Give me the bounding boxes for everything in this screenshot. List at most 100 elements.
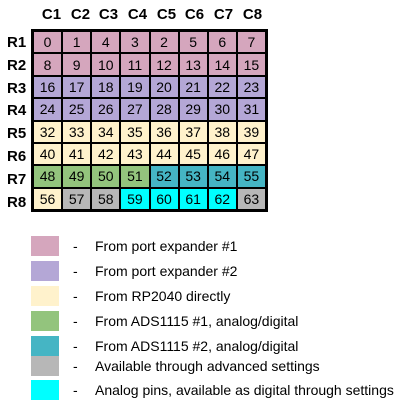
- row-header-r6: R6: [7, 148, 27, 165]
- pin-cell: 37: [178, 120, 208, 143]
- pin-cell: 34: [91, 120, 121, 143]
- legend-swatch: [31, 286, 59, 306]
- pin-cell: 18: [91, 75, 121, 99]
- legend-swatch: [31, 380, 59, 400]
- pin-cell: 7: [236, 31, 266, 54]
- pin-cell: 62: [207, 187, 237, 210]
- pin-cell: 60: [149, 187, 179, 210]
- legend-swatch: [31, 356, 59, 376]
- legend-dash: -: [73, 313, 78, 329]
- pin-cell: 57: [62, 187, 92, 210]
- column-header-c1: C1: [41, 6, 62, 23]
- pin-cell: 36: [149, 120, 179, 143]
- legend-label: From ADS1115 #2, analog/digital: [95, 338, 299, 354]
- row-header-r1: R1: [7, 34, 27, 51]
- legend-swatch: [31, 336, 59, 356]
- pin-cell: 14: [207, 53, 237, 76]
- legend-dash: -: [73, 382, 78, 398]
- pin-cell: 33: [62, 120, 92, 143]
- pin-cell: 35: [120, 120, 150, 143]
- pin-cell: 27: [120, 98, 150, 121]
- pin-cell: 46: [207, 142, 237, 166]
- legend-swatch: [31, 236, 59, 256]
- pin-cell: 10: [91, 53, 121, 76]
- row-header-r5: R5: [7, 125, 27, 142]
- column-header-c7: C7: [213, 6, 234, 23]
- legend-swatch: [31, 261, 59, 281]
- pin-cell: 39: [236, 120, 266, 143]
- pin-cell: 4: [91, 31, 121, 54]
- column-header-c6: C6: [184, 6, 205, 23]
- legend-dash: -: [73, 238, 78, 254]
- pin-cell: 59: [120, 187, 150, 210]
- pin-cell: 44: [149, 142, 179, 166]
- pin-cell: 15: [236, 53, 266, 76]
- pin-cell: 61: [178, 187, 208, 210]
- pin-cell: 1: [62, 31, 92, 54]
- row-header-r7: R7: [7, 171, 27, 188]
- pin-cell: 5: [178, 31, 208, 54]
- legend-label: Analog pins, available as digital throug…: [95, 382, 394, 398]
- legend-label: From ADS1115 #1, analog/digital: [95, 313, 299, 329]
- pin-cell: 26: [91, 98, 121, 121]
- pin-cell: 45: [178, 142, 208, 166]
- column-header-c4: C4: [127, 6, 148, 23]
- legend-dash: -: [73, 263, 78, 279]
- pin-cell: 21: [178, 75, 208, 99]
- pin-cell: 31: [236, 98, 266, 121]
- pin-cell: 25: [62, 98, 92, 121]
- pin-cell: 51: [120, 165, 150, 188]
- legend-label: From port expander #1: [95, 238, 238, 254]
- pin-cell: 0: [33, 31, 63, 54]
- legend-swatch: [31, 311, 59, 331]
- pin-cell: 20: [149, 75, 179, 99]
- pin-cell: 41: [62, 142, 92, 166]
- legend-label: From RP2040 directly: [95, 288, 231, 304]
- legend-dash: -: [73, 338, 78, 354]
- pin-cell: 42: [91, 142, 121, 166]
- legend-dash: -: [73, 358, 78, 374]
- column-header-c3: C3: [98, 6, 119, 23]
- pin-cell: 22: [207, 75, 237, 99]
- pin-cell: 23: [236, 75, 266, 99]
- pin-cell: 17: [62, 75, 92, 99]
- pin-cell: 13: [178, 53, 208, 76]
- pin-cell: 49: [62, 165, 92, 188]
- pin-cell: 12: [149, 53, 179, 76]
- pin-cell: 6: [207, 31, 237, 54]
- legend-label: Available through advanced settings: [95, 358, 320, 374]
- pin-cell: 9: [62, 53, 92, 76]
- pin-cell: 53: [178, 165, 208, 188]
- column-header-c2: C2: [70, 6, 91, 23]
- pin-cell: 11: [120, 53, 150, 76]
- column-header-c5: C5: [156, 6, 177, 23]
- pin-cell: 47: [236, 142, 266, 166]
- pin-cell: 32: [33, 120, 63, 143]
- pin-cell: 55: [236, 165, 266, 188]
- pin-cell: 38: [207, 120, 237, 143]
- pin-cell: 50: [91, 165, 121, 188]
- pin-cell: 43: [120, 142, 150, 166]
- pin-cell: 24: [33, 98, 63, 121]
- pin-cell: 16: [33, 75, 63, 99]
- pin-cell: 48: [33, 165, 63, 188]
- pin-cell: 19: [120, 75, 150, 99]
- pin-cell: 54: [207, 165, 237, 188]
- row-header-r2: R2: [7, 57, 27, 74]
- pin-cell: 8: [33, 53, 63, 76]
- pin-cell: 58: [91, 187, 121, 210]
- pin-cell: 29: [178, 98, 208, 121]
- pin-cell: 63: [236, 187, 266, 210]
- legend-dash: -: [73, 288, 78, 304]
- pin-cell: 2: [149, 31, 179, 54]
- row-header-r8: R8: [7, 194, 27, 211]
- row-header-r4: R4: [7, 102, 27, 119]
- pin-cell: 40: [33, 142, 63, 166]
- pin-cell: 30: [207, 98, 237, 121]
- legend-label: From port expander #2: [95, 263, 238, 279]
- row-header-r3: R3: [7, 80, 27, 97]
- pin-cell: 52: [149, 165, 179, 188]
- pin-cell: 3: [120, 31, 150, 54]
- pin-cell: 28: [149, 98, 179, 121]
